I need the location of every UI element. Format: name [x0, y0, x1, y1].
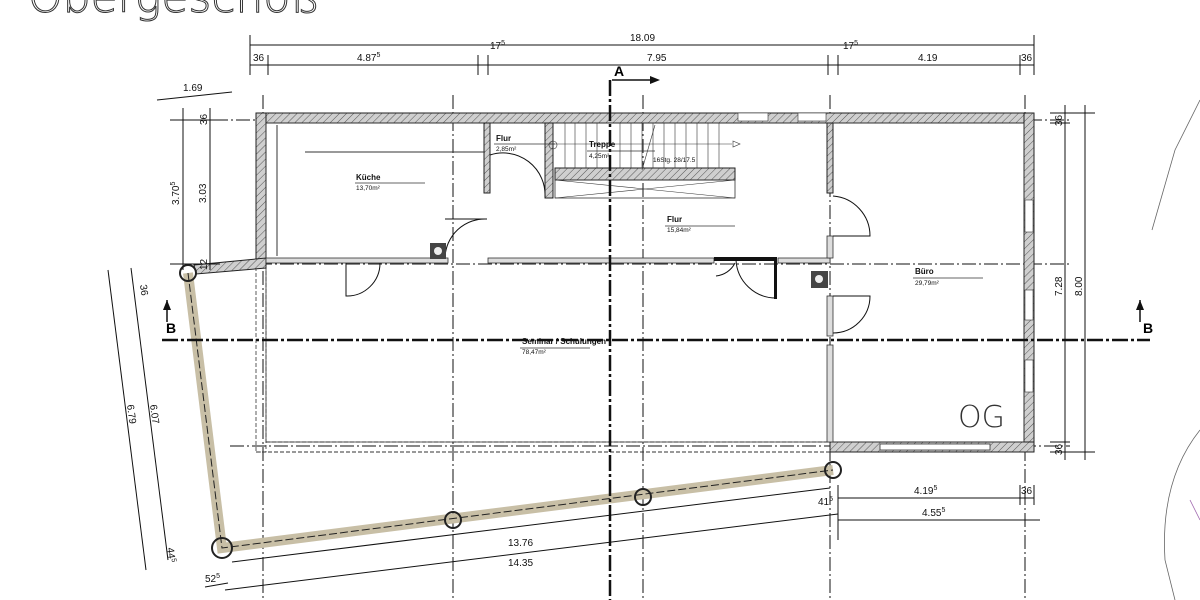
svg-text:7.95: 7.95 [647, 53, 667, 64]
svg-text:4.555: 4.555 [922, 507, 945, 519]
svg-text:445: 445 [164, 547, 177, 564]
svg-text:36: 36 [253, 53, 265, 64]
slanted-facade [179, 264, 842, 559]
room-name: Flur [496, 134, 511, 143]
svg-text:36: 36 [1021, 486, 1033, 497]
section-lines [162, 76, 1150, 600]
staircase [548, 123, 741, 171]
plan-title: Obergeschoß [28, 0, 320, 23]
section-marker-b-left: B [166, 320, 176, 336]
svg-text:6.79: 6.79 [124, 404, 138, 425]
room-area: 15,84m² [667, 227, 692, 234]
svg-text:175: 175 [843, 40, 858, 52]
room-labels: Küche 13,70m² Flur 2,85m² Treppe 4,25m² … [355, 134, 983, 356]
svg-text:3.705: 3.705 [170, 182, 182, 205]
svg-text:1.69: 1.69 [183, 83, 203, 94]
room-area: 78,47m² [522, 349, 547, 356]
svg-text:175: 175 [490, 40, 505, 52]
svg-text:4.195: 4.195 [914, 485, 937, 497]
svg-text:12: 12 [199, 258, 210, 270]
interior-walls [265, 122, 834, 443]
dim-total-width: 18.09 [630, 33, 655, 44]
svg-text:6.07: 6.07 [147, 404, 161, 425]
room-area: 2,85m² [496, 146, 517, 153]
svg-text:8.00: 8.00 [1074, 276, 1085, 296]
room-area: 4,25m² [589, 153, 610, 160]
svg-text:7.28: 7.28 [1054, 276, 1065, 296]
section-marker-b-right: B [1143, 320, 1153, 336]
svg-text:36: 36 [1021, 53, 1033, 64]
svg-text:4.19: 4.19 [918, 53, 938, 64]
svg-text:36: 36 [199, 113, 210, 125]
room-name: Treppe [589, 140, 616, 149]
section-marker-a: A [614, 63, 624, 79]
room-name: Büro [915, 267, 934, 276]
site-boundary-lines [1151, 99, 1200, 600]
dimensions-top: 18.09 36 4.875 175 7.95 175 4.19 36 [249, 33, 1035, 75]
svg-text:36: 36 [1054, 443, 1065, 455]
dimensions-left: 1.69 36 3.705 3.03 12 36 6.79 6.07 445 5… [107, 83, 233, 588]
dimensions-bottom: 13.76 14.35 4.195 36 415 4.555 [224, 485, 1040, 591]
doors [345, 152, 871, 334]
svg-text:36: 36 [137, 284, 150, 297]
svg-text:525: 525 [205, 573, 220, 585]
stair-note: 16Stg. 28/17.5 [653, 157, 696, 164]
svg-text:14.35: 14.35 [508, 558, 533, 569]
svg-text:13.76: 13.76 [508, 538, 533, 549]
svg-text:3.03: 3.03 [198, 183, 209, 203]
svg-text:4.875: 4.875 [357, 52, 380, 64]
room-area: 13,70m² [356, 185, 381, 192]
room-area: 29,79m² [915, 280, 940, 287]
exterior-walls [193, 112, 1035, 453]
dimensions-right: 36 7.28 8.00 36 [1050, 105, 1095, 460]
svg-text:415: 415 [818, 496, 833, 508]
level-label: OG [958, 400, 1005, 435]
room-name: Seminar / Schulungen [522, 337, 606, 346]
room-name: Flur [667, 215, 682, 224]
room-name: Küche [356, 173, 381, 182]
svg-text:36: 36 [1054, 114, 1065, 126]
